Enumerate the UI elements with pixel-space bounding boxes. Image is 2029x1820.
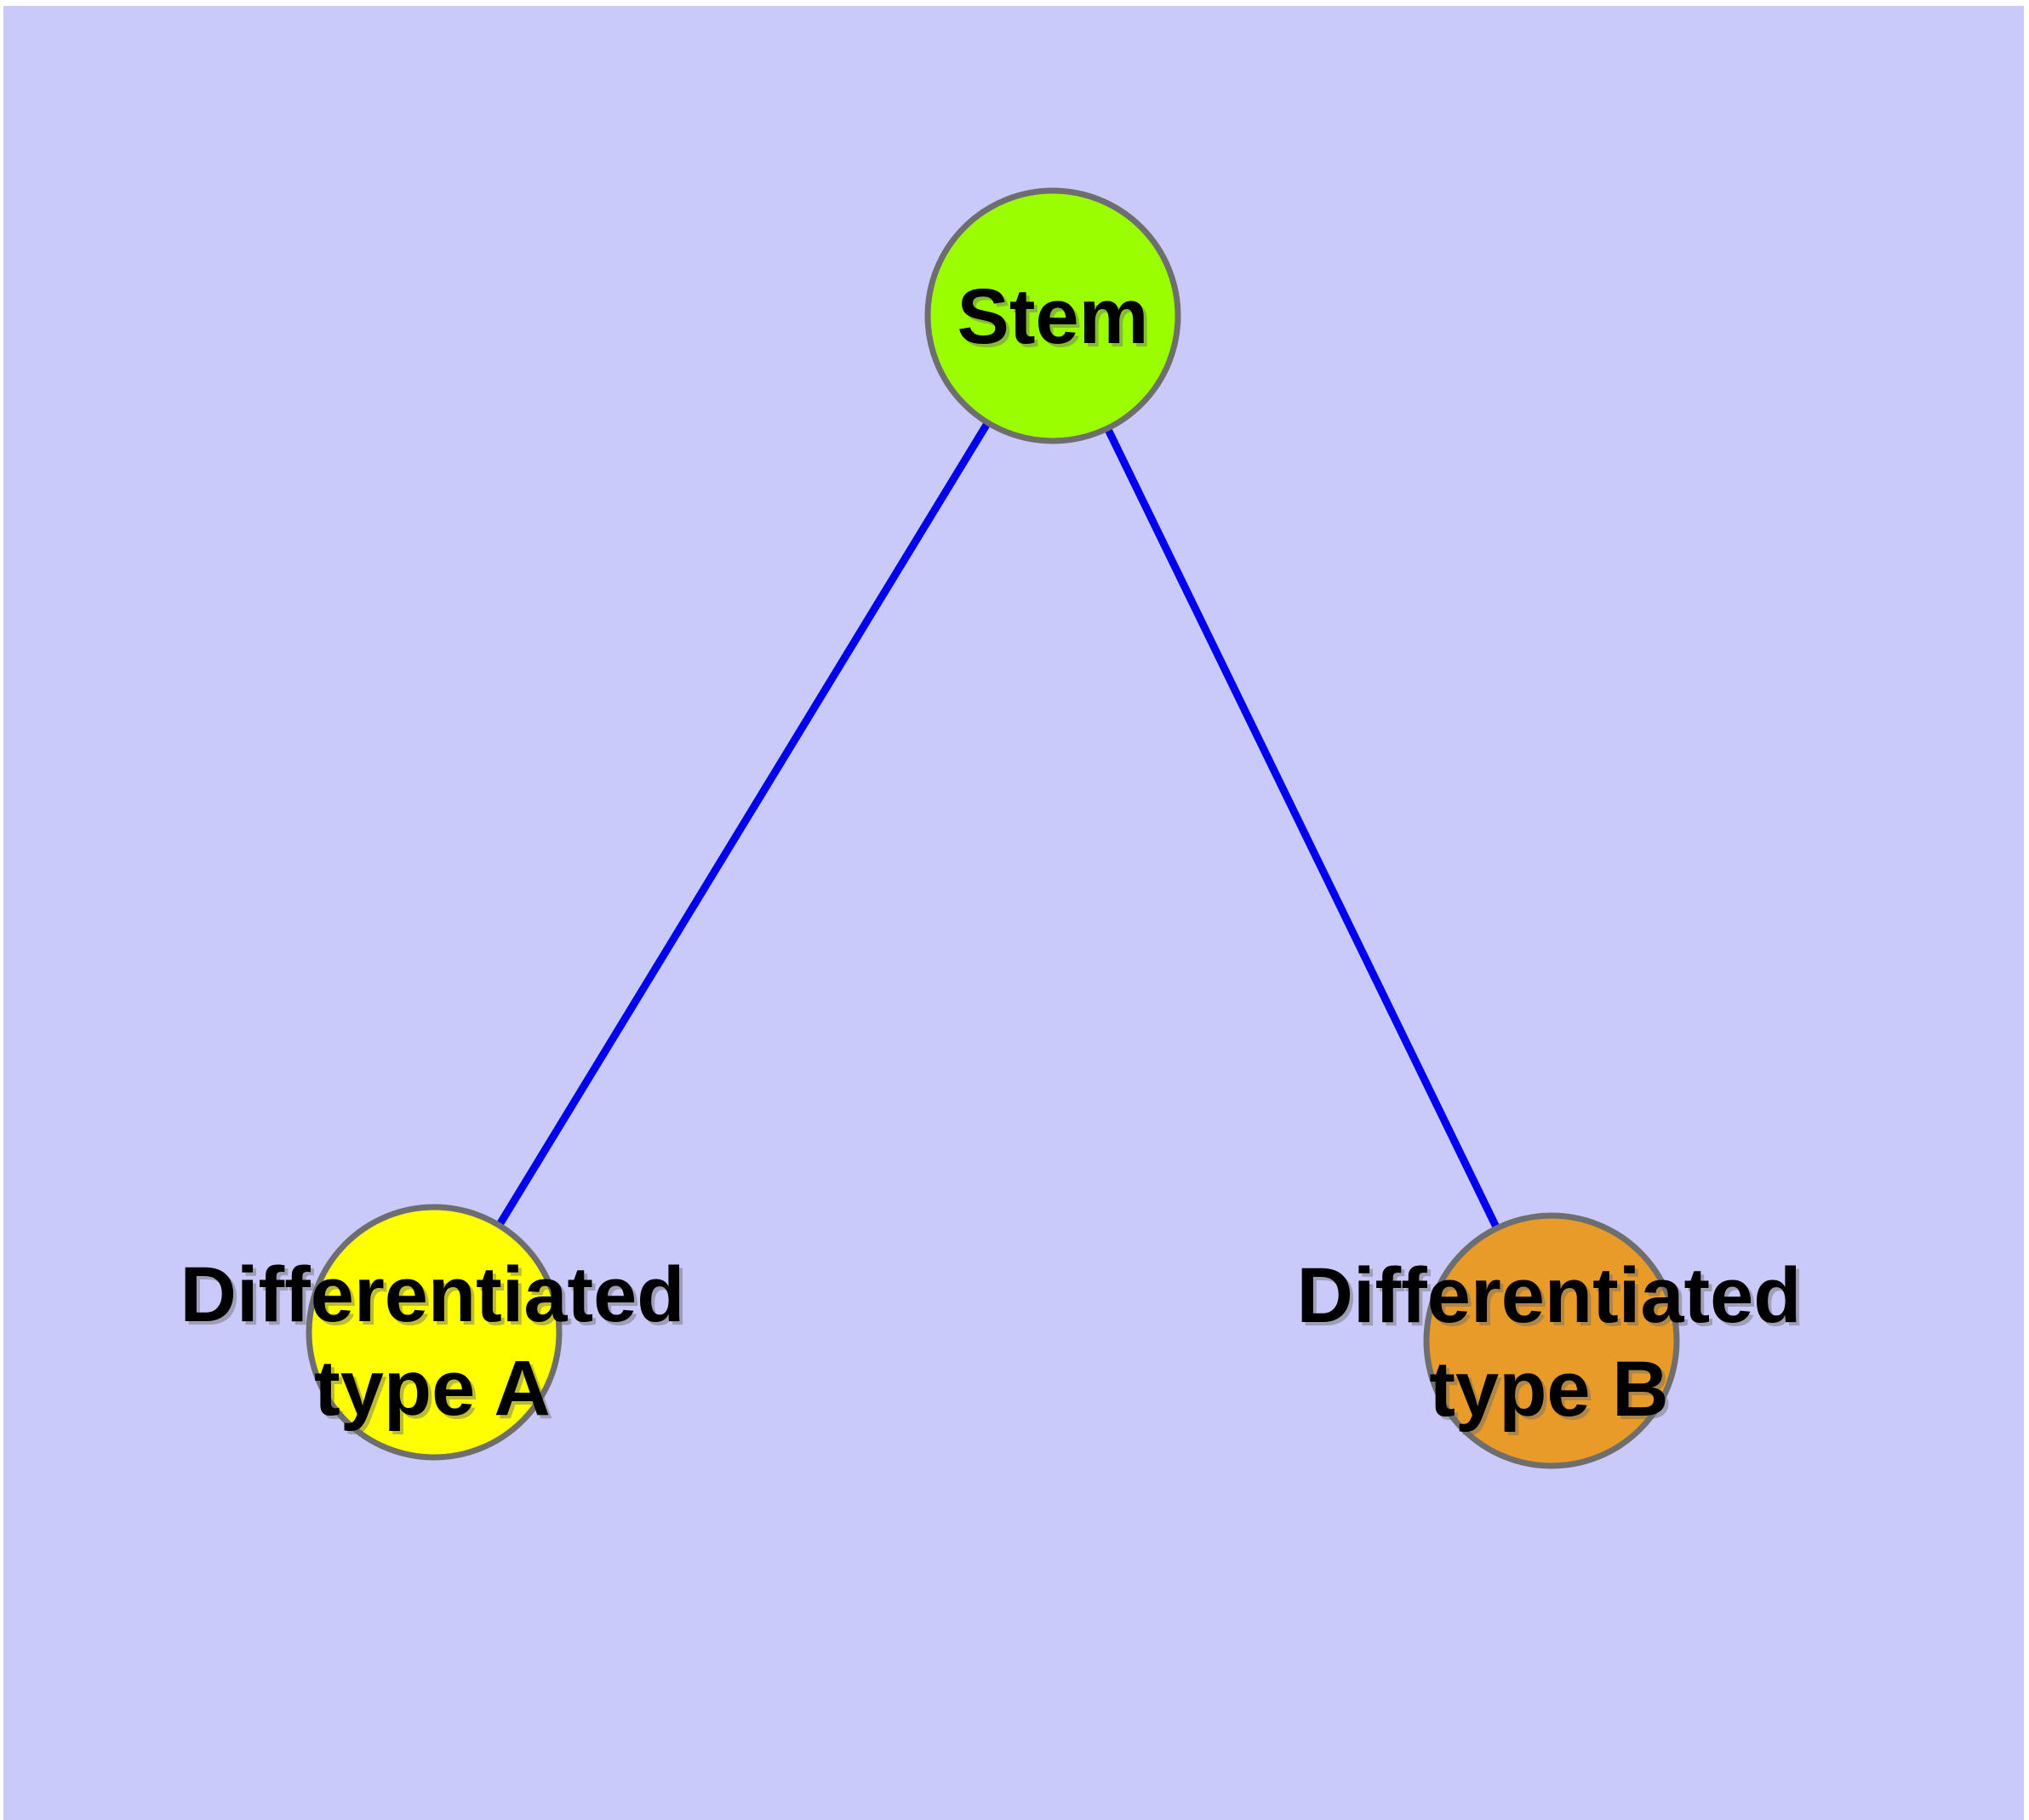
node-stem xyxy=(924,187,1181,444)
node-type-b-label-line2: type B xyxy=(1429,1346,1668,1433)
node-type-b-label-shadow-line1: Differentiated xyxy=(1300,1256,1805,1342)
node-type-b-label-shadow-line2: type B xyxy=(1432,1349,1672,1436)
node-type-a-label-shadow-line2: type A xyxy=(317,1348,554,1435)
node-differentiated-type-b xyxy=(1423,1212,1680,1469)
node-differentiated-type-a xyxy=(306,1204,563,1461)
node-stem-label: Stem xyxy=(957,273,1149,360)
edge-stem-to-type-a xyxy=(430,312,1057,1336)
node-stem-label-shadow: Stem xyxy=(961,277,1152,363)
edge-stem-to-type-b xyxy=(1049,312,1556,1345)
node-type-a-label-line1: Differentiated xyxy=(180,1251,685,1338)
node-type-b-label-line1: Differentiated xyxy=(1297,1252,1802,1339)
node-type-a-label-line2: type A xyxy=(314,1345,551,1432)
node-type-a-label-shadow-line1: Differentiated xyxy=(184,1255,689,1342)
